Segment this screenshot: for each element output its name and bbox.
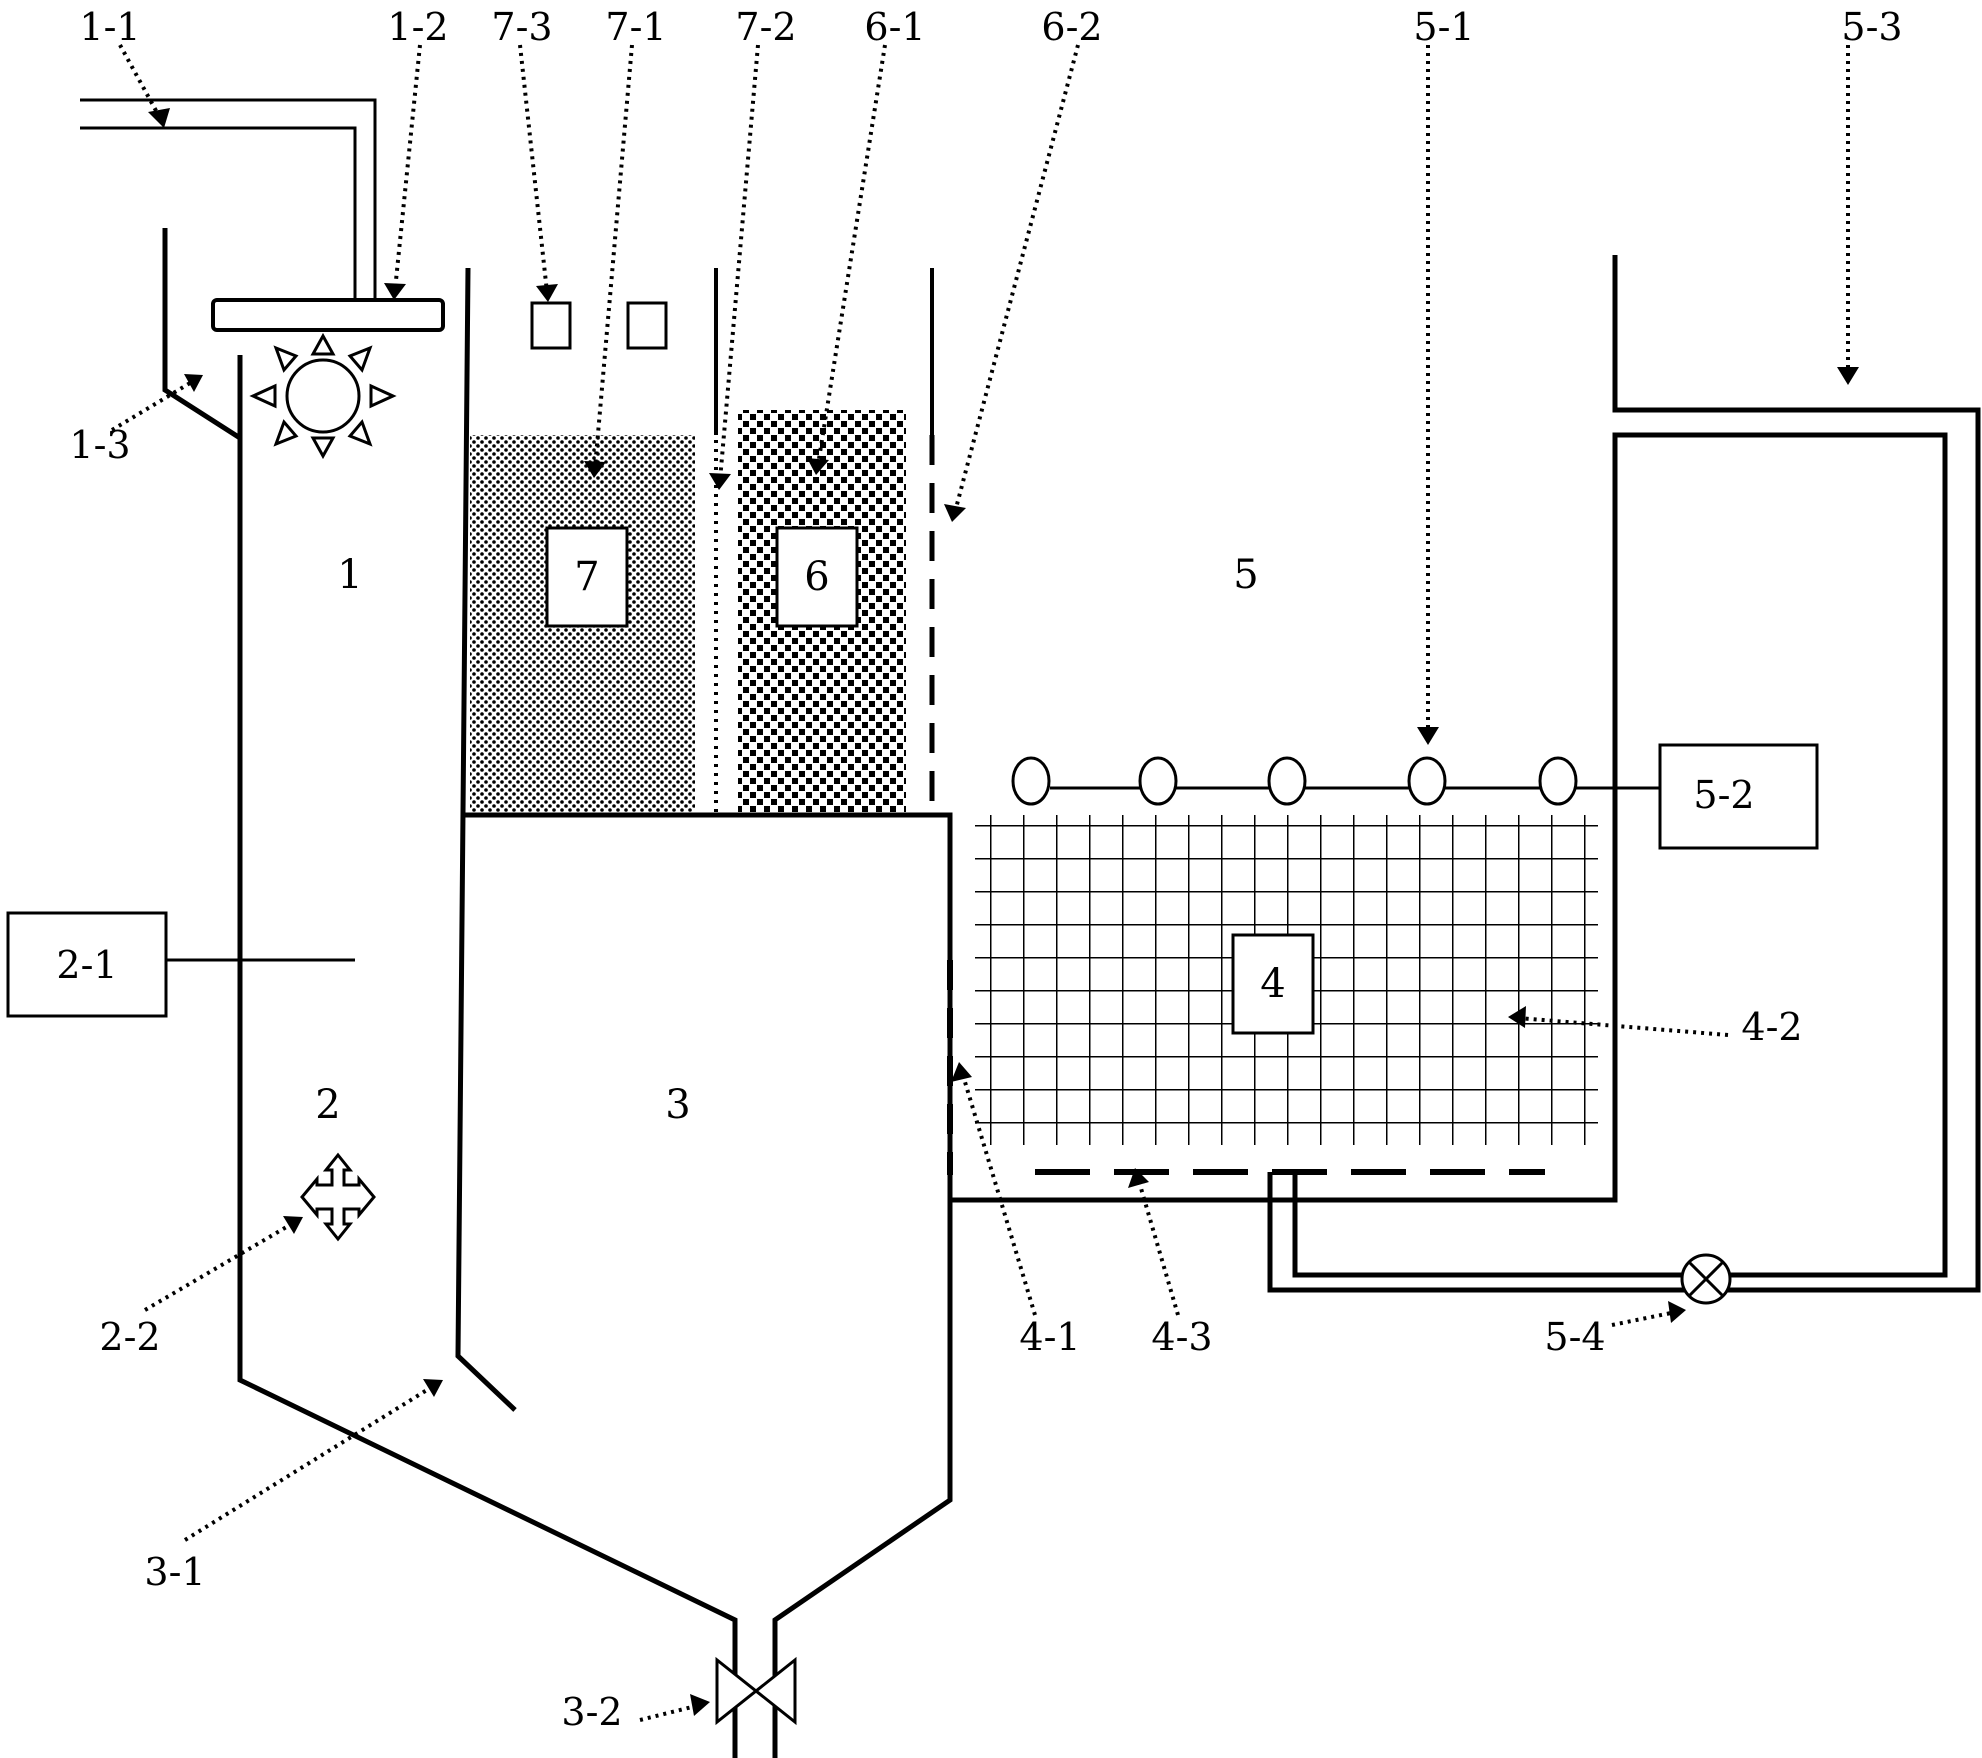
label-3-2: 3-2 (561, 1690, 622, 1734)
light-source-icon (249, 332, 397, 460)
label-7-1: 7-1 (605, 5, 666, 49)
diffuser-5 (1538, 756, 1578, 806)
label-1-1: 1-1 (79, 5, 140, 49)
blower-box (1658, 743, 1819, 850)
label-4-3: 4-3 (1151, 1315, 1212, 1359)
label-6-2: 6-2 (1041, 5, 1102, 49)
zone-4-label: 4 (1260, 961, 1285, 1007)
inlet-pipe (80, 98, 377, 300)
label-3-1: 3-1 (144, 1550, 205, 1594)
zone-7-label: 7 (574, 554, 599, 600)
label-2-2: 2-2 (99, 1315, 160, 1359)
diffuser-3 (1267, 756, 1307, 806)
leader-arrowheads (148, 108, 1859, 1716)
label-1-3: 1-3 (69, 423, 130, 467)
distributor-plate (211, 298, 445, 332)
label-5-3: 5-3 (1841, 5, 1902, 49)
label-4-2: 4-2 (1741, 1005, 1802, 1049)
aerator-icon (300, 1152, 376, 1242)
zone-4-box (1231, 933, 1315, 1035)
zone-2-label: 2 (315, 1082, 340, 1128)
return-pump-icon (1680, 1253, 1732, 1305)
zone-5-label: 5 (1233, 552, 1258, 598)
label-4-1: 4-1 (1019, 1315, 1080, 1359)
label-7-2: 7-2 (735, 5, 796, 49)
label-2-1: 2-1 (56, 943, 117, 987)
leader-lines (110, 44, 1850, 1722)
label-5-4: 5-4 (1544, 1315, 1605, 1359)
zone-6-box (775, 526, 859, 628)
diffuser-2 (1138, 756, 1178, 806)
zone-1-label: 1 (337, 552, 362, 598)
discharge-valve (715, 1656, 797, 1726)
air-diffusers (1011, 756, 1578, 806)
label-7-3: 7-3 (491, 5, 552, 49)
diffuser-4 (1407, 756, 1447, 806)
zone-7-box (545, 526, 629, 628)
callout-labels: 1-1 1-2 7-3 7-1 7-2 6-1 6-2 5-1 5-3 1-3 … (69, 5, 1902, 1734)
zone-3-label: 3 (665, 1082, 690, 1128)
label-1-2: 1-2 (387, 5, 448, 49)
stirrer-motor-box (6, 911, 168, 1018)
sensor-box-b (626, 301, 668, 350)
label-5-2: 5-2 (1693, 773, 1754, 817)
sensor-box-a (530, 301, 572, 350)
diffuser-1 (1011, 756, 1051, 806)
label-6-1: 6-1 (864, 5, 925, 49)
zone-6-label: 6 (804, 554, 829, 600)
tank5-walls (950, 255, 1981, 1293)
label-5-1: 5-1 (1413, 5, 1474, 49)
